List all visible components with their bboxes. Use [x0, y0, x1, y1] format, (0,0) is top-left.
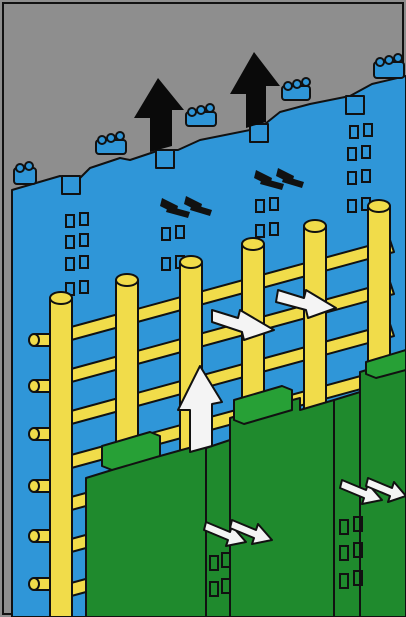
- illustration-canvas: [0, 0, 406, 617]
- isometric-layer-illustration: [0, 0, 406, 617]
